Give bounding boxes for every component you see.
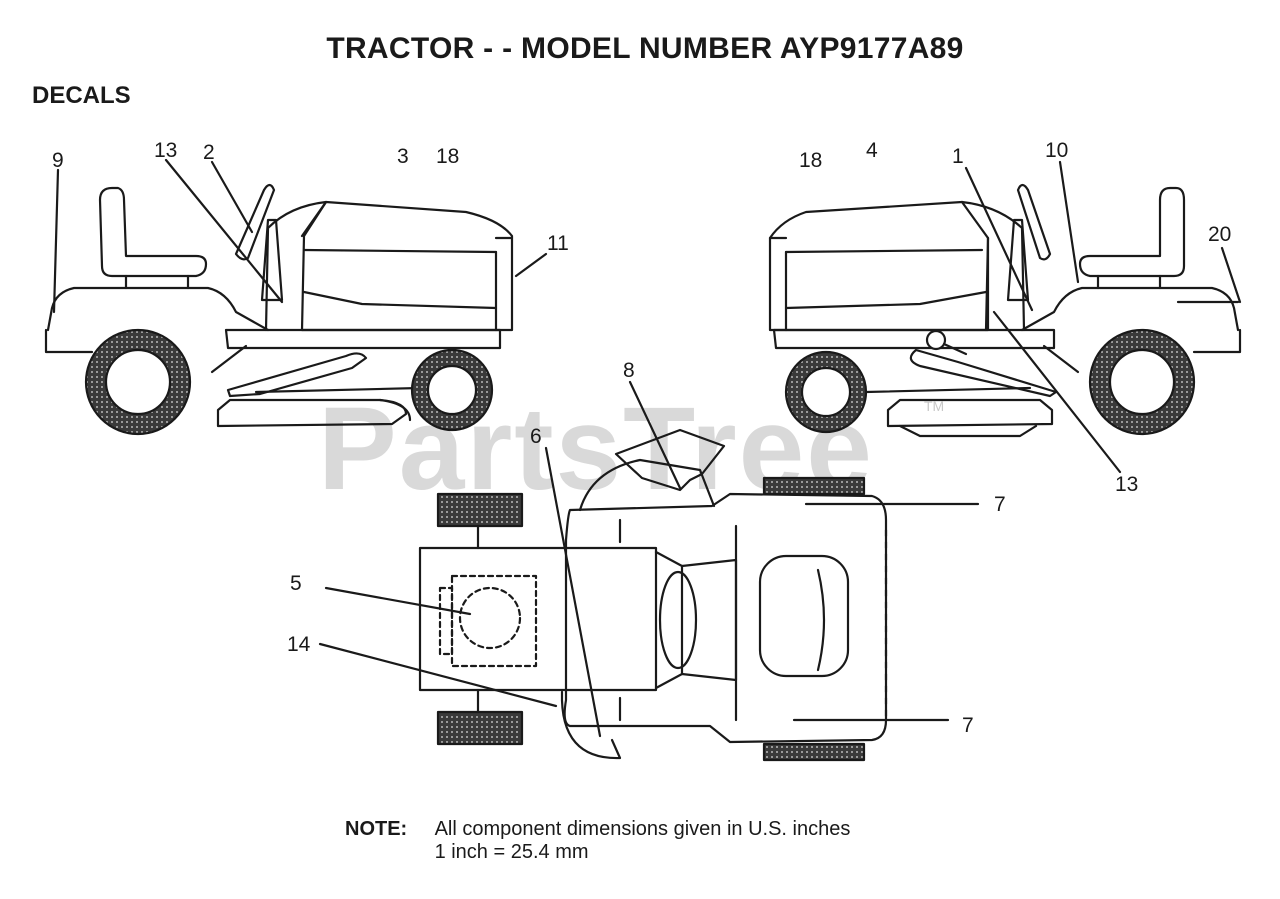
callout-13-right: 13	[1115, 473, 1139, 496]
note-label: NOTE:	[345, 818, 408, 840]
callout-20: 20	[1208, 223, 1232, 246]
page-title: TRACTOR - - MODEL NUMBER AYP9177A89	[326, 32, 964, 65]
callout-1: 1	[952, 145, 964, 168]
callout-8: 8	[623, 359, 635, 382]
left-side-view	[44, 158, 548, 436]
note-text: All component dimensions given in U.S. i…	[435, 818, 851, 864]
callout-7-top: 7	[994, 493, 1006, 516]
note-block: NOTE: All component dimensions given in …	[345, 818, 850, 864]
callout-11: 11	[547, 232, 569, 255]
callout-3: 3	[397, 145, 409, 168]
callout-13-left: 13	[154, 139, 178, 162]
callout-5: 5	[290, 572, 302, 595]
top-view	[318, 380, 980, 762]
callout-18-right: 18	[799, 149, 823, 172]
callout-7-bottom: 7	[962, 714, 974, 737]
callout-4: 4	[866, 139, 878, 162]
callout-6: 6	[530, 425, 542, 448]
right-side-view	[768, 160, 1242, 474]
section-heading: DECALS	[32, 82, 131, 109]
callout-9: 9	[52, 149, 64, 172]
callout-2: 2	[203, 141, 215, 164]
note-line-2: 1 inch = 25.4 mm	[434, 841, 589, 863]
callout-10: 10	[1045, 139, 1069, 162]
callout-18-left: 18	[436, 145, 460, 168]
watermark-trademark: TM	[924, 398, 945, 414]
callout-14: 14	[287, 633, 311, 656]
note-line-1: All component dimensions given in U.S. i…	[434, 818, 851, 840]
